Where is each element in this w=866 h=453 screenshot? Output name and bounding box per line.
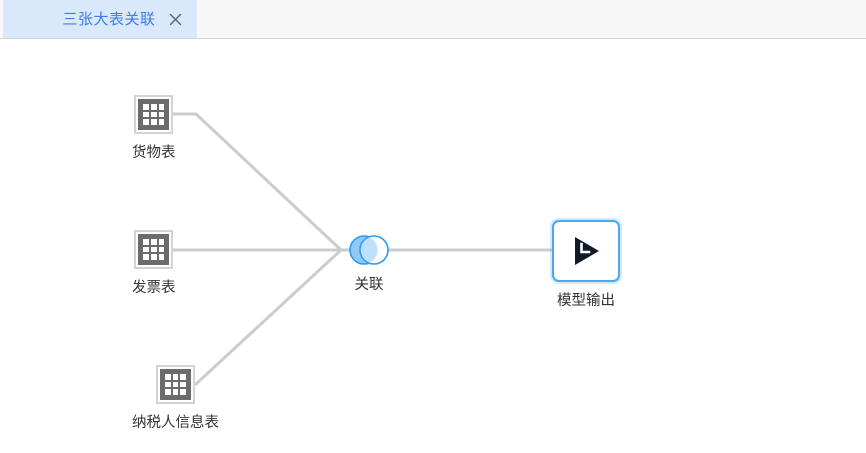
edge-layer xyxy=(169,112,556,386)
node-join[interactable]: 关联 xyxy=(349,234,389,293)
node-goods-table[interactable]: 货物表 xyxy=(132,95,176,161)
tab-three-table-join[interactable]: 三张大表关联 xyxy=(3,0,197,38)
close-icon[interactable] xyxy=(167,11,183,27)
table-grid-icon xyxy=(156,365,195,404)
node-label: 纳税人信息表 xyxy=(132,415,219,431)
venn-join-icon xyxy=(349,234,389,266)
tab-bar: 三张大表关联 xyxy=(0,0,866,39)
node-taxpayer-table[interactable]: 纳税人信息表 xyxy=(132,365,219,431)
edge-goods-to-join xyxy=(169,112,344,253)
node-invoice-table[interactable]: 发票表 xyxy=(132,230,176,296)
node-label: 发票表 xyxy=(132,280,176,296)
table-grid-icon xyxy=(134,230,174,269)
table-grid-icon xyxy=(134,95,174,134)
node-label: 关联 xyxy=(354,277,384,293)
node-label: 货物表 xyxy=(132,145,176,161)
flow-canvas[interactable]: 货物表 发票表 纳税人信息表 xyxy=(0,39,866,453)
edge-taxpayer-to-join xyxy=(169,247,344,386)
node-model-output[interactable]: 模型输出 xyxy=(552,220,620,309)
node-label: 模型输出 xyxy=(557,293,615,309)
output-node-box[interactable] xyxy=(552,220,620,282)
play-clock-icon xyxy=(568,233,604,269)
tab-label: 三张大表关联 xyxy=(62,10,156,28)
